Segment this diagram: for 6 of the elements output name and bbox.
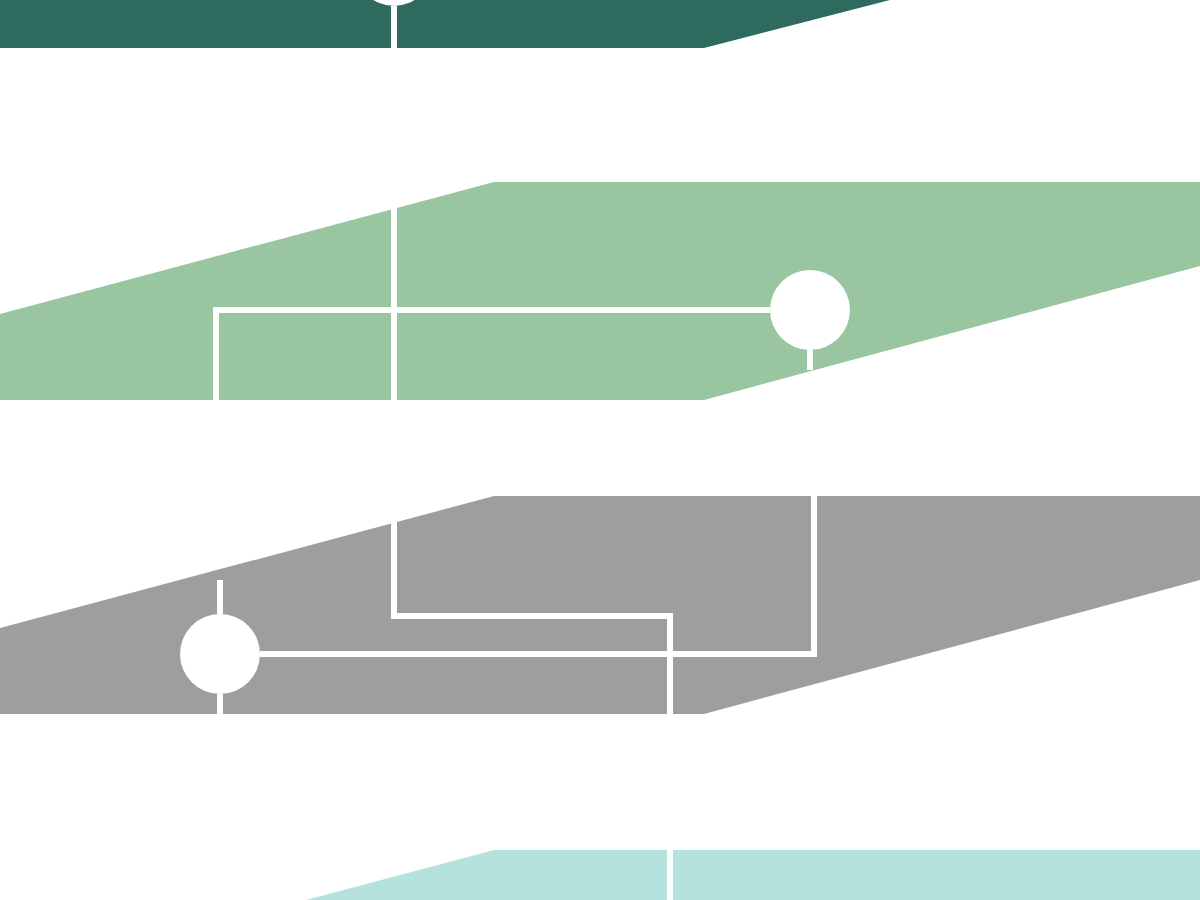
connector-line	[217, 694, 223, 714]
connector-line	[260, 496, 817, 657]
connector-line	[217, 580, 223, 614]
connector-line	[807, 350, 813, 370]
connector-line	[391, 6, 397, 400]
connector-line	[213, 307, 770, 400]
